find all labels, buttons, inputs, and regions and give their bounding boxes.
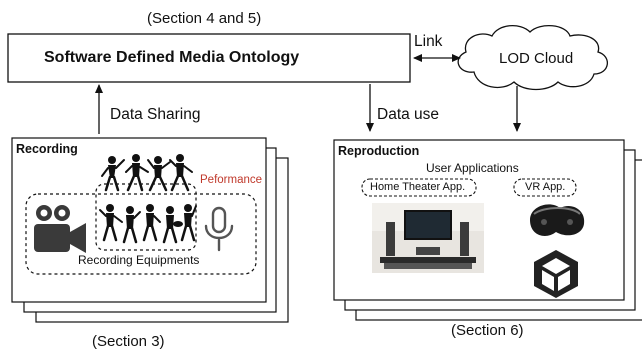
recording-equipment-group: [25, 193, 257, 275]
link-label: Link: [414, 33, 443, 50]
microphone-icon: [204, 206, 234, 252]
data-use-label: Data use: [377, 106, 440, 123]
vr-tag: [513, 178, 577, 197]
home-theater-tag: [361, 178, 477, 197]
performance-group: [95, 183, 197, 251]
performance-label: Peformance: [200, 174, 263, 186]
home-theater-image: [372, 203, 484, 273]
vr-headset-image: [530, 204, 585, 236]
ontology-title: Software Defined Media Ontology: [44, 49, 300, 66]
data-sharing-label: Data Sharing: [110, 106, 201, 123]
video-camera-icon: [34, 205, 86, 253]
lod-cloud-label: LOD Cloud: [499, 50, 574, 67]
musician-silhouettes: [99, 154, 197, 244]
home-theater-label: Home Theater App.: [370, 181, 466, 193]
vr-label: VR App.: [525, 181, 566, 193]
user-applications-label: User Applications: [426, 161, 519, 175]
recording-equipment-label: Recording Equipments: [78, 253, 200, 267]
recording-section-label: (Section 3): [92, 333, 165, 350]
reproduction-title: Reproduction: [338, 144, 420, 158]
lod-cloud-shape: [457, 25, 608, 91]
recording-title: Recording: [16, 142, 78, 156]
recording-panel: [11, 137, 267, 303]
unity-logo-icon: [534, 250, 578, 298]
ontology-box: [7, 33, 411, 83]
top-section-label: (Section 4 and 5): [147, 10, 262, 27]
reproduction-section-label: (Section 6): [451, 322, 524, 339]
